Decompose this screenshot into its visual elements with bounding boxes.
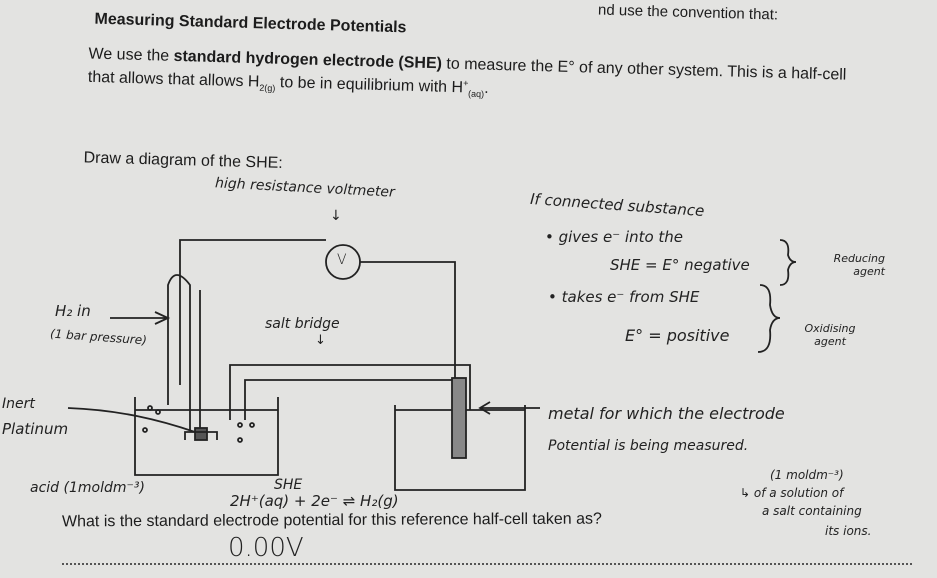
- voltmeter-symbol: V: [337, 252, 347, 268]
- metal-note-line1: metal for which the electrode: [548, 404, 785, 423]
- platinum-electrode: [194, 427, 208, 441]
- right-beaker: [394, 405, 526, 491]
- wire-left: [179, 239, 326, 385]
- inert-label: Inert: [2, 396, 35, 412]
- she-label: SHE: [274, 477, 303, 493]
- metal-note-line2: Potential is being measured.: [548, 438, 749, 454]
- salt-bridge-arrow: ↓: [315, 333, 326, 348]
- h2-tube: [167, 274, 201, 432]
- h2-in-label: H₂ in: [55, 302, 91, 320]
- note-line5: E° = positive: [625, 326, 730, 345]
- metal-electrode: [451, 377, 467, 459]
- platinum-label: Platinum: [2, 420, 69, 438]
- salt-bridge-label: salt bridge: [265, 316, 340, 332]
- metal-arrow: [478, 401, 540, 415]
- brace-oxidising: [757, 284, 781, 353]
- reducing-agent: Reducing agent: [833, 252, 885, 278]
- h2-arrow: [110, 311, 171, 325]
- oxidising-agent: Oxidising agent: [804, 322, 856, 348]
- conc-note-3: a salt containing: [762, 504, 862, 518]
- conc-note-4: its ions.: [825, 524, 872, 538]
- answer-text: 0.00V: [228, 533, 304, 563]
- note-line4: • takes e⁻ from SHE: [548, 288, 700, 306]
- wire-right: [360, 261, 456, 400]
- left-beaker: [134, 397, 279, 476]
- voltmeter: [325, 244, 361, 280]
- conc-note-2: ↳ of a solution of: [740, 486, 844, 500]
- note-line3: SHE = E° negative: [610, 256, 750, 274]
- acid-label: acid (1moldm⁻³): [30, 480, 145, 496]
- she-equation: 2H⁺(aq) + 2e⁻ ⇌ H₂(g): [230, 492, 399, 510]
- note-line2: • gives e⁻ into the: [545, 228, 684, 246]
- inert-arrow: [67, 407, 196, 433]
- brace-reducing: [779, 239, 797, 286]
- voltmeter-arrow: ↓: [330, 208, 342, 224]
- conc-note-1: (1 moldm⁻³): [770, 468, 844, 482]
- salt-bridge: [229, 364, 471, 420]
- answer-line: [62, 563, 912, 565]
- question-text: What is the standard electrode potential…: [61, 510, 602, 531]
